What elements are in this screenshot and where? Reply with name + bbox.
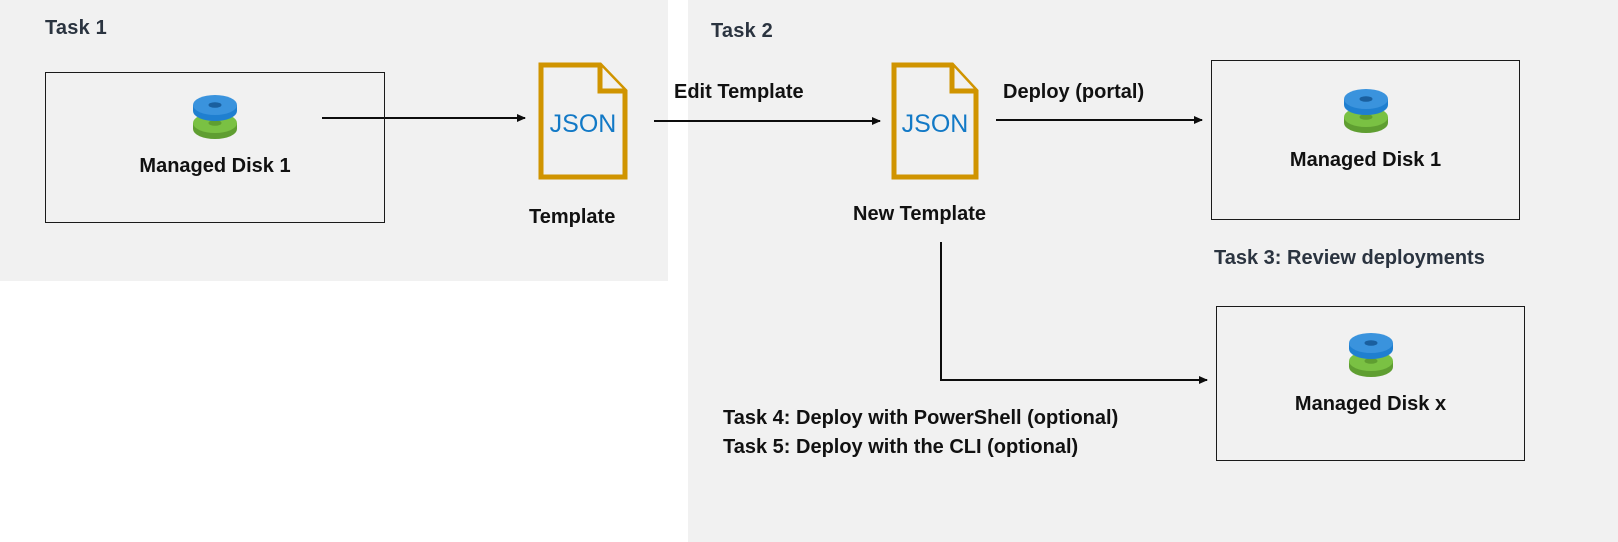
edit-template-label: Edit Template [674,81,804,103]
new-template-json-icon: JSON [891,62,979,180]
task1-heading: Task 1 [45,17,107,39]
new-template-json-text: JSON [902,110,969,138]
managed-disk-icon [1343,89,1388,133]
task4-label: Task 4: Deploy with PowerShell (optional… [723,407,1119,429]
task5-label: Task 5: Deploy with the CLI (optional) [723,436,1079,458]
managed-disk-x-box: Managed Disk x [1216,306,1525,461]
managed-disk-1-box-left: Managed Disk 1 [45,72,385,223]
task2-heading: Task 2 [711,20,773,42]
template-json-icon: JSON [538,62,628,180]
managed-disk-1-label-right: Managed Disk 1 [1289,149,1442,171]
managed-disk-1-label-left: Managed Disk 1 [139,155,291,177]
optional-tasks-block: Task 4: Deploy with PowerShell (optional… [723,404,1118,462]
task3-heading: Task 3: Review deployments [1214,247,1485,269]
new-template-caption: New Template [853,203,986,225]
managed-disk-1-box-right: Managed Disk 1 [1211,60,1520,220]
managed-disk-icon [1348,333,1393,377]
managed-disk-x-label: Managed Disk x [1294,393,1447,415]
managed-disk-icon [193,95,237,139]
deploy-portal-label: Deploy (portal) [1003,81,1145,103]
template-caption: Template [529,206,616,228]
template-json-text: JSON [550,110,617,138]
